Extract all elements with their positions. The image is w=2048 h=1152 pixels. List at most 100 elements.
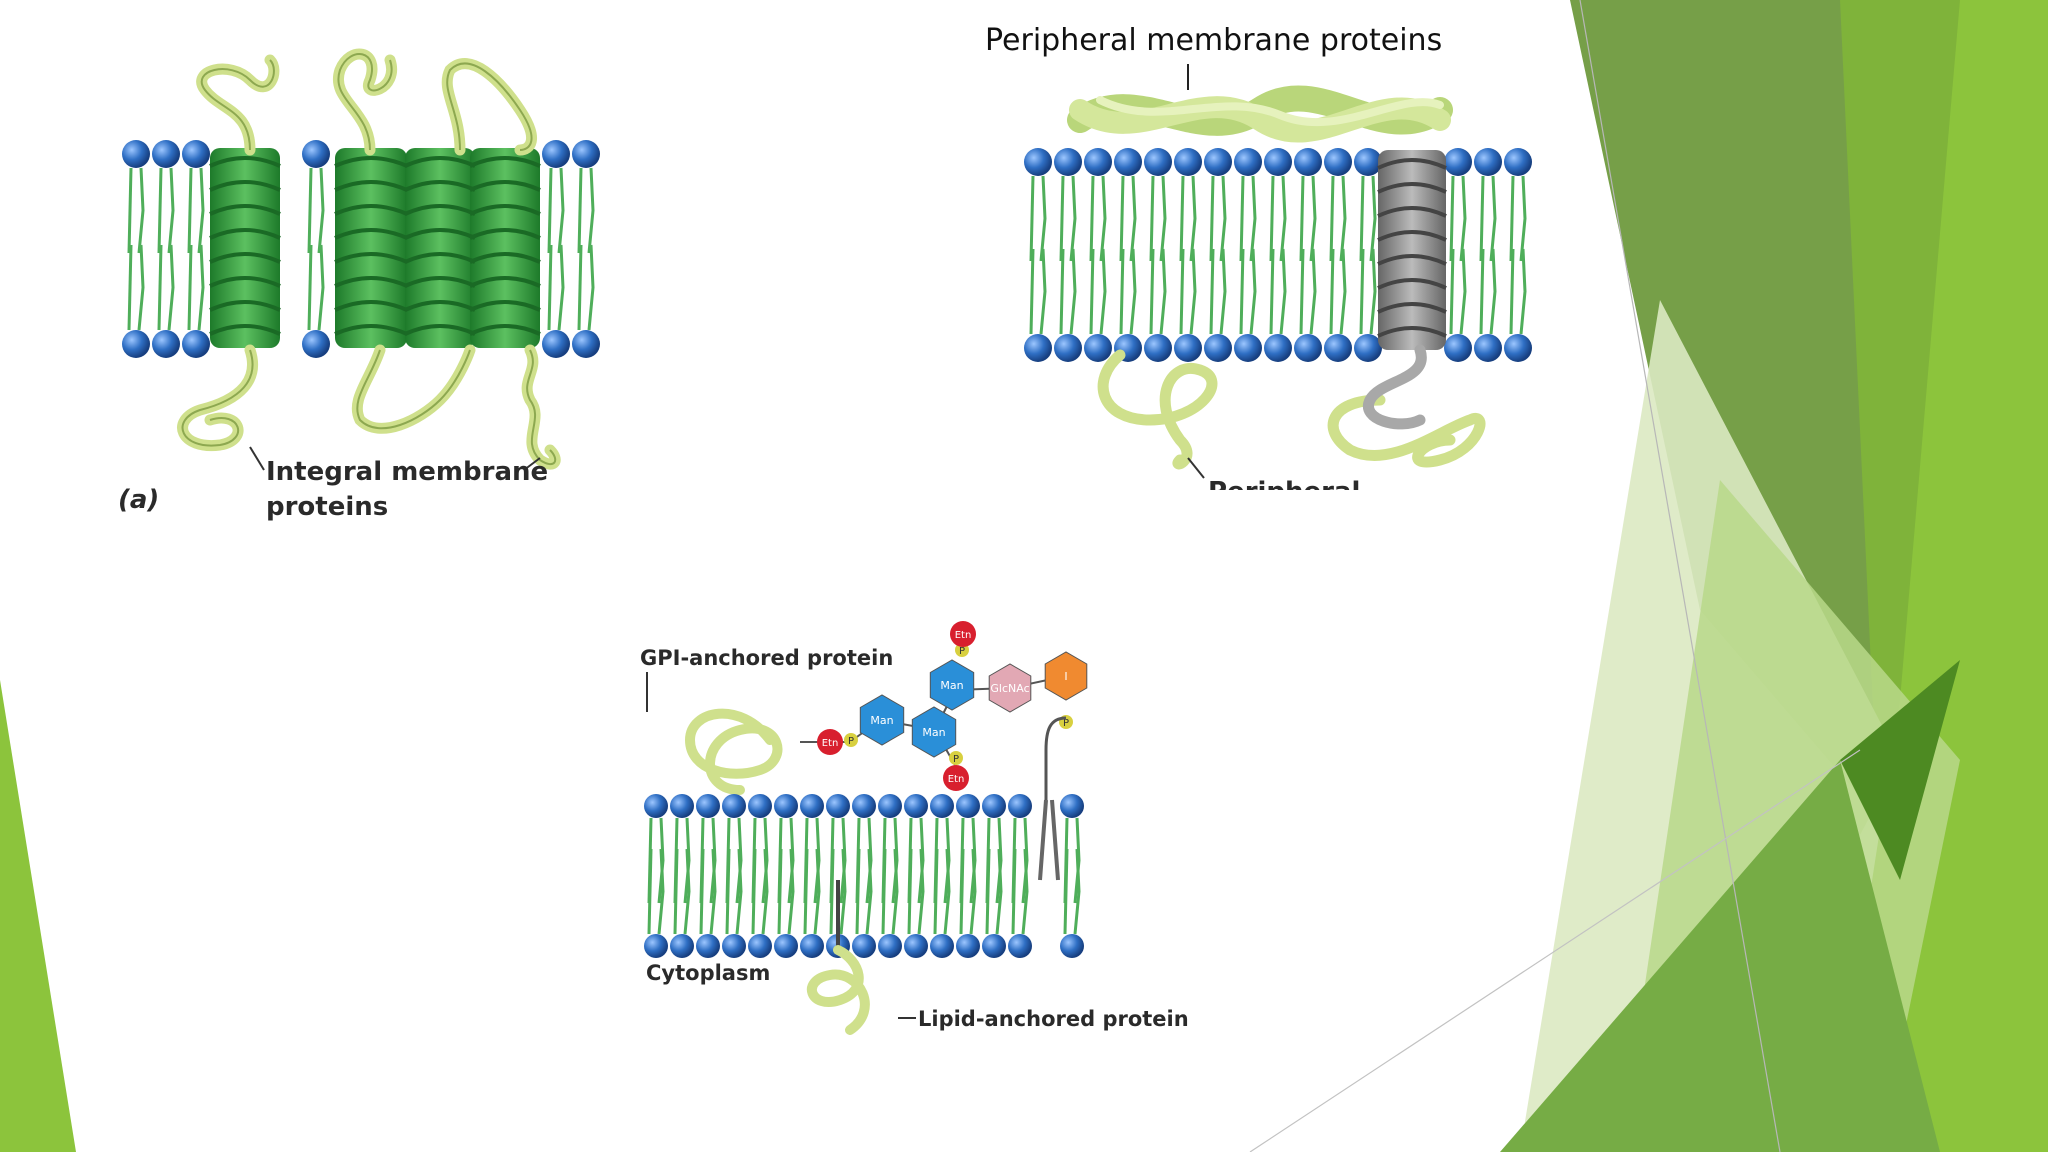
- lipid-tail: [1239, 175, 1245, 262]
- lipid-tail: [1189, 248, 1197, 335]
- lipid-tail: [307, 244, 313, 331]
- lipid-head: [572, 330, 600, 358]
- lipid-head: [930, 794, 954, 818]
- lipid-tail: [647, 848, 653, 935]
- lipid-tail: [547, 244, 553, 331]
- facet-left-strip: [0, 680, 76, 1152]
- phosphate-node-4: [949, 751, 963, 765]
- lipid-tail: [1099, 175, 1107, 262]
- lipid-tail: [157, 167, 163, 254]
- lipid-head: [748, 794, 772, 818]
- facet-deep: [1840, 660, 1960, 880]
- helix-stripe: [334, 156, 408, 168]
- lipid-head: [542, 140, 570, 168]
- helix-stripe: [404, 204, 476, 216]
- lipid-tail: [1459, 248, 1467, 335]
- helix-stripe: [404, 156, 476, 168]
- lipid-tail: [1069, 175, 1077, 262]
- lipid-head: [1294, 148, 1322, 176]
- lipid-head: [1008, 794, 1032, 818]
- lipid-tail: [1239, 248, 1245, 335]
- lipid-head: [930, 934, 954, 958]
- lipid-head: [152, 330, 180, 358]
- helix-stripe: [209, 252, 281, 264]
- lipid-head: [1008, 934, 1032, 958]
- lipid-head: [774, 794, 798, 818]
- lipid-tail: [1249, 175, 1257, 262]
- helix-stripe: [469, 252, 541, 264]
- lipid-tail: [1369, 248, 1377, 335]
- lipid-tail: [709, 848, 717, 935]
- lipid-head: [182, 140, 210, 168]
- lipid-tail: [1089, 248, 1095, 335]
- lipid-tail: [157, 244, 163, 331]
- helix-stripe: [209, 228, 281, 240]
- lipid-tail: [1189, 175, 1197, 262]
- lipid-tail: [587, 244, 595, 331]
- gray-helix-stripe: [1377, 182, 1447, 194]
- helix-stripes-a: [209, 156, 541, 336]
- lipid-tail: [317, 167, 325, 254]
- helix-stripe: [209, 204, 281, 216]
- lipid-head: [1354, 334, 1382, 362]
- lipid-head: [852, 794, 876, 818]
- lipid-tail: [1519, 248, 1527, 335]
- lipid-tail: [547, 167, 553, 254]
- leader-line-a1: [249, 446, 265, 471]
- lipid-head: [1174, 334, 1202, 362]
- lipid-head: [1144, 148, 1172, 176]
- lipid-head: [1060, 934, 1084, 958]
- man-node-1-label: Man: [870, 714, 893, 727]
- lipid-tail: [127, 167, 133, 254]
- panel-a-tag: (a): [118, 485, 159, 515]
- lipid-head: [152, 140, 180, 168]
- phosphate-node-3-label: P: [959, 646, 965, 657]
- lipid-tail: [577, 244, 583, 331]
- lipid-head: [1024, 334, 1052, 362]
- lipid-tail: [1279, 175, 1287, 262]
- lipid-anchored-label: Lipid-anchored protein: [918, 1007, 1189, 1031]
- lipid-tail: [1369, 175, 1377, 262]
- lipid-tail: [137, 167, 145, 254]
- inositol-node: [1044, 651, 1088, 701]
- helix-stripe: [404, 300, 476, 312]
- lipid-tail: [803, 848, 809, 935]
- gpi-protein-coil: [684, 708, 783, 795]
- lipid-tail: [959, 848, 965, 935]
- panel-peripheral-proteins: Peripheral membrane proteins Peripheral: [985, 23, 1560, 520]
- lipid-tail: [1149, 175, 1155, 262]
- lipid-tail: [1329, 248, 1335, 335]
- lipid-tail: [1209, 248, 1215, 335]
- man-node-2: [911, 706, 957, 758]
- lipid-tail: [1509, 175, 1515, 262]
- lipid-anchored-coil: [806, 945, 870, 1035]
- lipid-tail: [1459, 175, 1467, 262]
- lipid-tail: [167, 167, 175, 254]
- lipid-tail: [1249, 248, 1257, 335]
- lipid-tail: [917, 848, 925, 935]
- lipid-head: [302, 140, 330, 168]
- lipid-tail: [1063, 848, 1069, 935]
- lipid-tail: [167, 244, 175, 331]
- lipid-tail: [1029, 248, 1035, 335]
- lipid-head: [1354, 148, 1382, 176]
- lipid-tail: [751, 848, 757, 935]
- helix-stripe: [209, 180, 281, 192]
- facet-thin-line-2: [1249, 749, 1861, 1152]
- lipid-tail: [1059, 175, 1065, 262]
- lipid-head: [904, 934, 928, 958]
- helix-stripe: [404, 276, 476, 288]
- leader-line-a2: [523, 457, 541, 471]
- gray-tail: [1363, 344, 1427, 430]
- lipid-tail: [985, 848, 991, 935]
- lipid-head: [800, 794, 824, 818]
- lipid-bilayer-a: [122, 140, 600, 358]
- lipid-head: [904, 794, 928, 818]
- lipid-tail: [1073, 848, 1081, 935]
- lipid-tail: [197, 244, 205, 331]
- lipid-tail: [1159, 175, 1167, 262]
